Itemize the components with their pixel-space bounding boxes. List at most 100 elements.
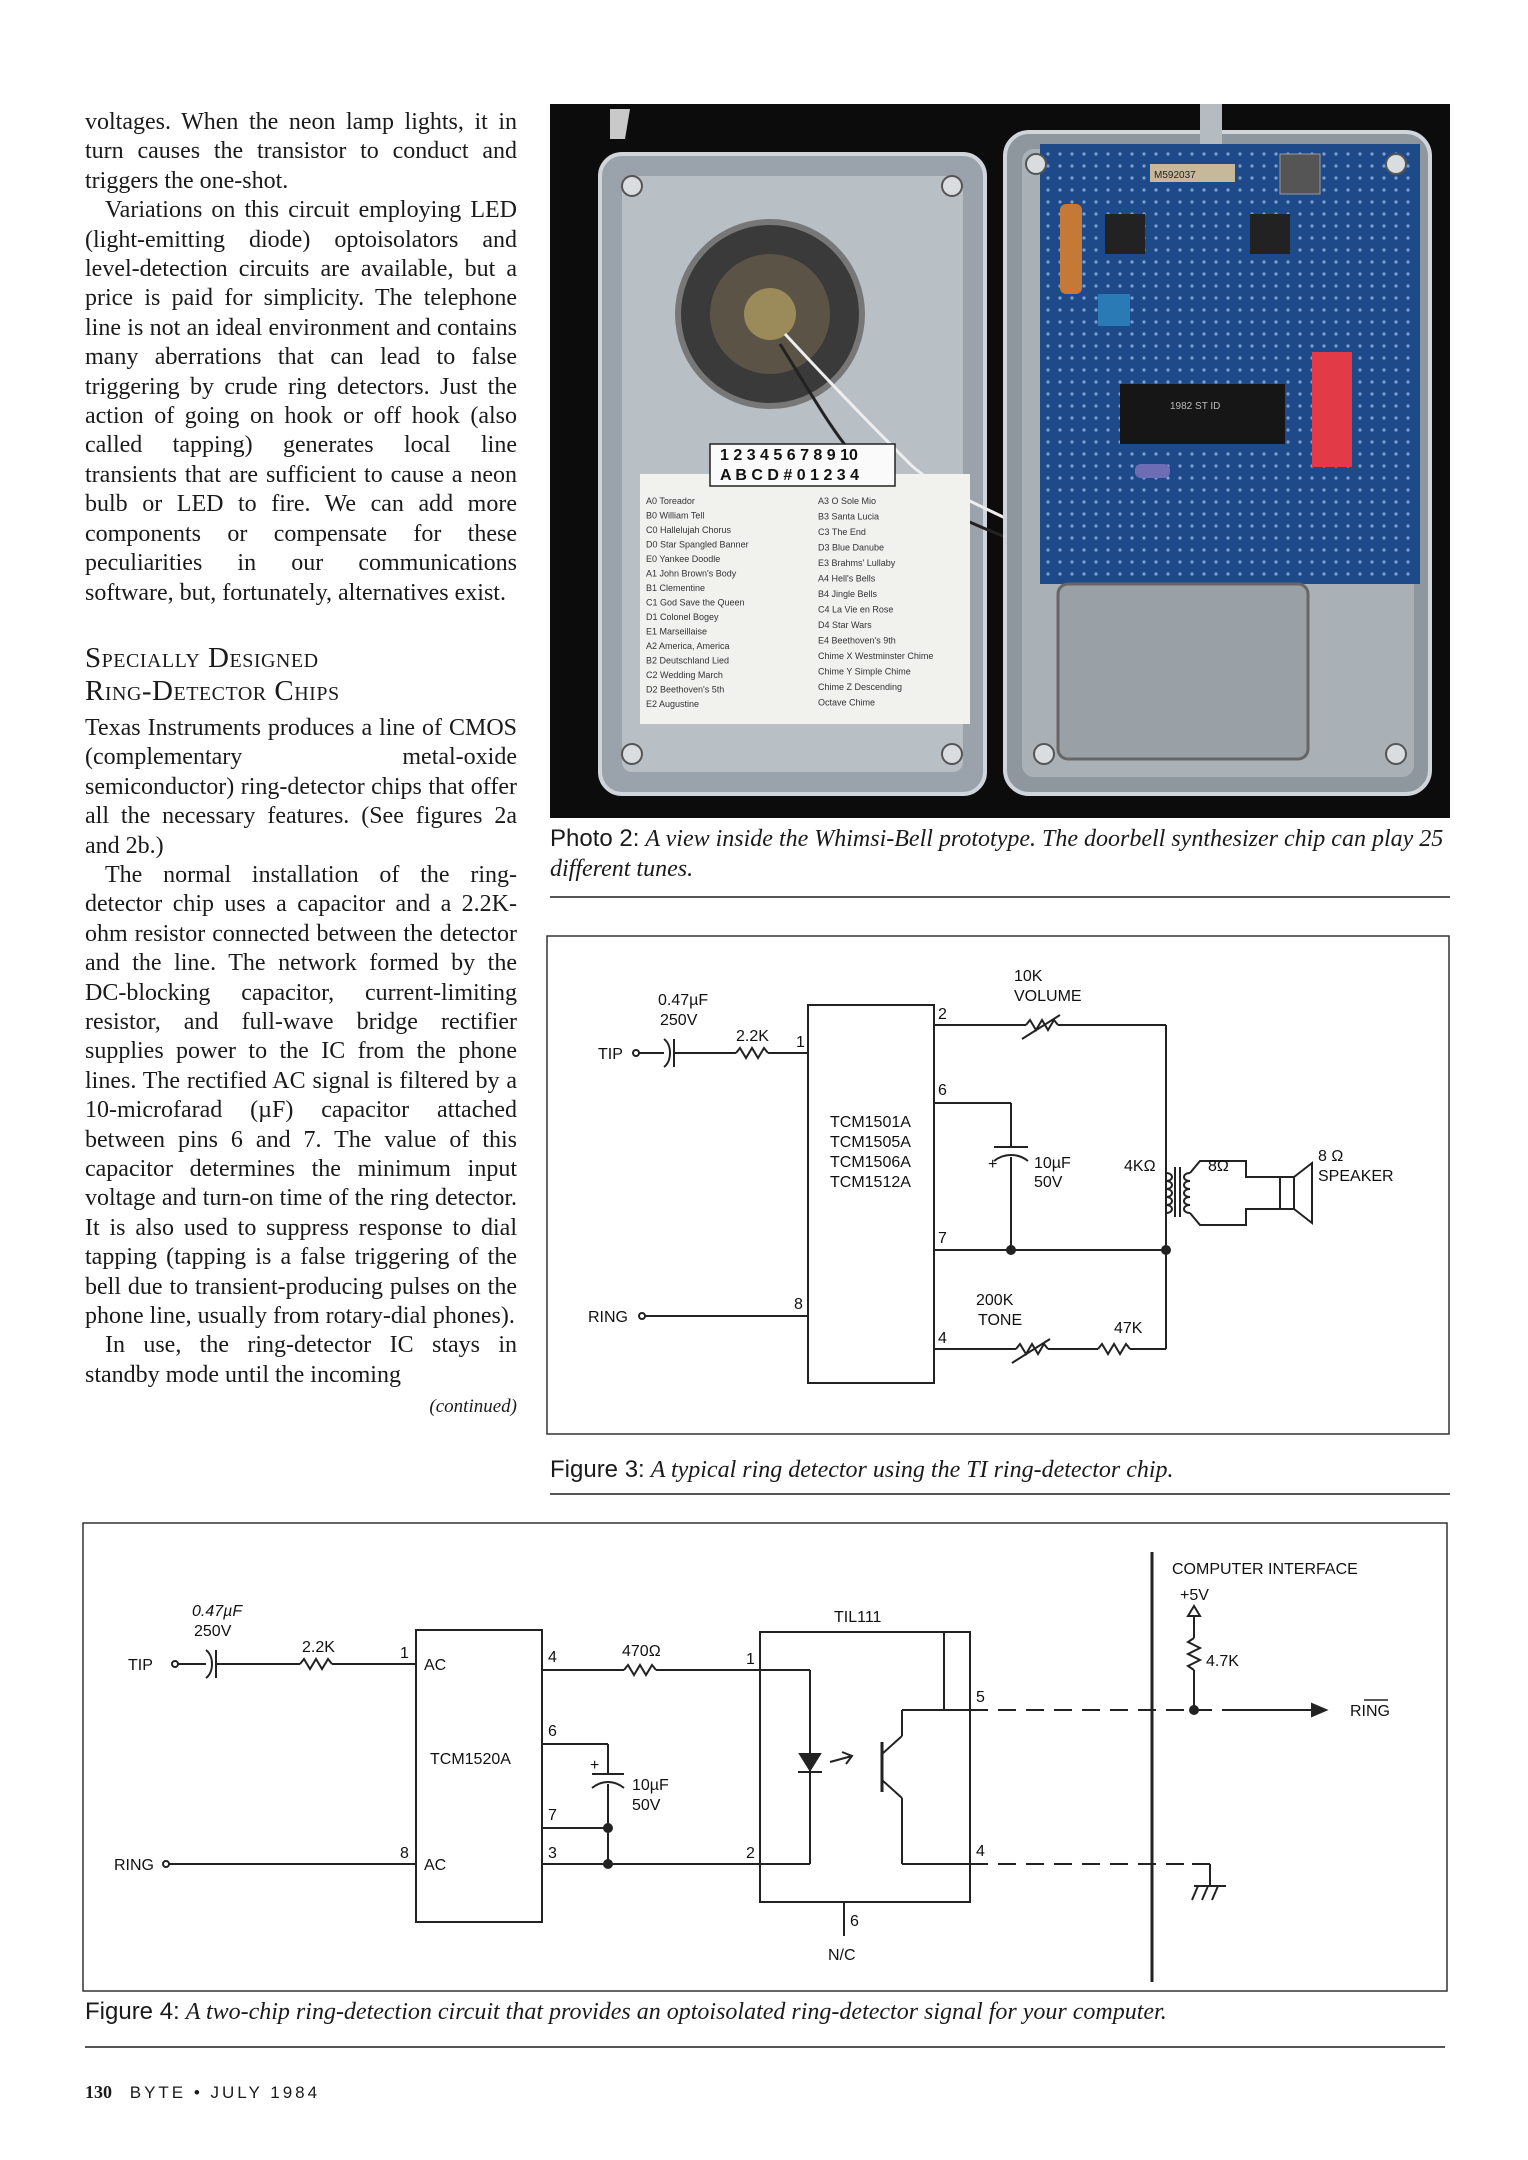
pcb-hole — [1082, 248, 1086, 252]
pcb-hole — [1406, 560, 1410, 564]
pcb-hole — [1286, 356, 1290, 360]
junction — [603, 1823, 613, 1833]
pcb-hole — [1214, 260, 1218, 264]
ring-output-label: RING — [1350, 1703, 1390, 1720]
pcb-hole — [1238, 176, 1242, 180]
pcb-hole — [1214, 212, 1218, 216]
pcb-hole — [1346, 332, 1350, 336]
opto-label: TIL111 — [834, 1609, 882, 1626]
pcb-hole — [1070, 332, 1074, 336]
pcb-hole — [1406, 416, 1410, 420]
pcb-hole — [1298, 488, 1302, 492]
pcb-hole — [1106, 488, 1110, 492]
pcb-hole — [1298, 476, 1302, 480]
pcb-hole — [1406, 212, 1410, 216]
pcb-hole — [1178, 188, 1182, 192]
pcb-hole — [1262, 152, 1266, 156]
pcb-hole — [1118, 488, 1122, 492]
pcb-hole — [1298, 236, 1302, 240]
pcb-hole — [1142, 176, 1146, 180]
pcb-hole — [1130, 380, 1134, 384]
pcb-hole — [1274, 200, 1278, 204]
pcb-hole — [1070, 392, 1074, 396]
vol-label: VOLUME — [1014, 988, 1082, 1005]
pcb-hole — [1286, 272, 1290, 276]
pcb-hole — [1370, 200, 1374, 204]
pcb-hole — [1322, 548, 1326, 552]
pcb-hole — [1298, 224, 1302, 228]
pcb-hole — [1082, 524, 1086, 528]
pcb-hole — [1382, 500, 1386, 504]
pcb-hole — [1238, 572, 1242, 576]
pcb-hole — [1274, 176, 1278, 180]
pcb-hole — [1094, 524, 1098, 528]
led-symbol — [798, 1753, 822, 1772]
pcb-hole — [1262, 188, 1266, 192]
pcb-hole — [1406, 428, 1410, 432]
pcb-hole — [1214, 560, 1218, 564]
chip-part-label: TCM1505A — [830, 1134, 911, 1151]
pcb-hole — [1334, 512, 1338, 516]
cap2-value-label: 10µF — [632, 1777, 669, 1794]
pcb-hole — [1190, 248, 1194, 252]
figure-frame — [546, 935, 1450, 1435]
pcb-hole — [1274, 272, 1278, 276]
pcb-hole — [1406, 332, 1410, 336]
pcb-hole — [1322, 188, 1326, 192]
chip-part-label: TCM1512A — [830, 1174, 911, 1191]
volume-pot — [1025, 1018, 1059, 1032]
pcb-hole — [1382, 296, 1386, 300]
pcb-hole — [1382, 416, 1386, 420]
pcb-hole — [1370, 152, 1374, 156]
pcb-hole — [1238, 452, 1242, 456]
pcb-hole — [1202, 572, 1206, 576]
article-paragraph: Variations on this circuit employing LED… — [85, 197, 517, 606]
pcb-hole — [1154, 500, 1158, 504]
tune-entry: A3 O Sole Mio — [818, 496, 876, 506]
pcb-hole — [1274, 320, 1278, 324]
pcb-hole — [1394, 452, 1398, 456]
pcb-hole — [1058, 428, 1062, 432]
resistor-470 — [623, 1663, 657, 1677]
tune-entry: B4 Jingle Bells — [818, 589, 878, 599]
pin-label: 1 — [400, 1645, 409, 1662]
pcb-hole — [1082, 392, 1086, 396]
pcb-hole — [1094, 560, 1098, 564]
pcb-hole — [1118, 332, 1122, 336]
pcb-hole — [1106, 356, 1110, 360]
pcb-hole — [1250, 488, 1254, 492]
tune-entry: D1 Colonel Bogey — [646, 612, 719, 622]
pcb-hole — [1106, 476, 1110, 480]
pcb-hole — [1274, 488, 1278, 492]
pcb-hole — [1202, 248, 1206, 252]
pcb-hole — [1226, 212, 1230, 216]
pcb-hole — [1190, 452, 1194, 456]
pcb-hole — [1190, 560, 1194, 564]
pcb-hole — [1154, 320, 1158, 324]
pcb-hole — [1142, 284, 1146, 288]
pcb-hole — [1082, 488, 1086, 492]
pcb-hole — [1178, 464, 1182, 468]
pcb-hole — [1346, 548, 1350, 552]
pcb-hole — [1046, 428, 1050, 432]
pcb-hole — [1130, 332, 1134, 336]
pcb-hole — [1142, 548, 1146, 552]
pcb-hole — [1070, 476, 1074, 480]
tune-entry: A4 Hell's Bells — [818, 574, 876, 584]
pcb-hole — [1154, 380, 1158, 384]
vol-value-label: 10K — [1014, 968, 1043, 985]
pcb-hole — [1322, 536, 1326, 540]
pcb-hole — [1046, 368, 1050, 372]
pcb-hole — [1214, 380, 1218, 384]
pcb-hole — [1106, 500, 1110, 504]
pcb-hole — [1250, 200, 1254, 204]
cap-plate — [663, 1038, 671, 1068]
pcb-hole — [1106, 200, 1110, 204]
pcb-hole — [1190, 236, 1194, 240]
cap2-value-label: 10µF — [1034, 1155, 1071, 1172]
pcb-hole — [1058, 500, 1062, 504]
tip-terminal — [632, 1049, 640, 1057]
pcb-hole — [1094, 500, 1098, 504]
pcb-hole — [1358, 548, 1362, 552]
pcb-hole — [1166, 500, 1170, 504]
